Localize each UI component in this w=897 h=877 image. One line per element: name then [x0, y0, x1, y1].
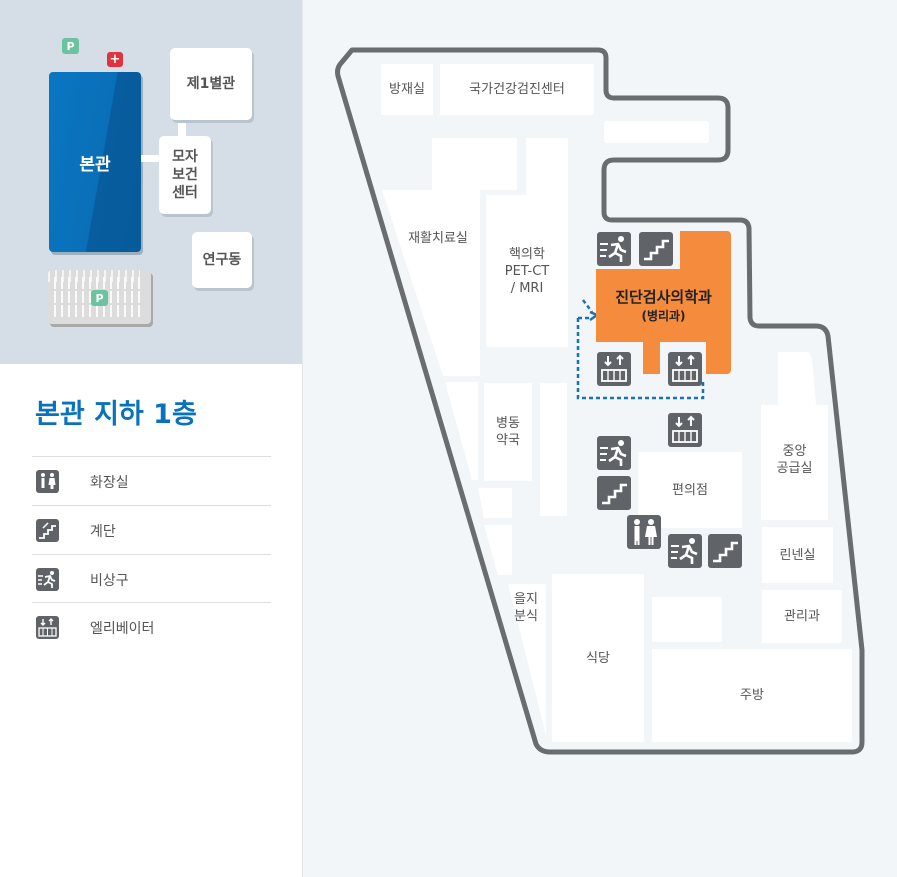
legend-item-elevator: 엘리베이터 — [32, 602, 271, 651]
room-ward-pharmacy[interactable]: 병동 약국 — [484, 383, 532, 481]
maternal-health-center[interactable]: 모자 보건 센터 — [159, 136, 211, 214]
elevator-icon[interactable] — [597, 352, 631, 386]
room-management[interactable]: 관리과 — [762, 590, 842, 643]
legend-item-stairs: 계단 — [32, 505, 271, 554]
parking-lot[interactable]: P — [48, 270, 151, 324]
room-health-checkup-center[interactable]: 국가건강검진센터 — [440, 64, 594, 115]
parking-badge-icon: P — [62, 38, 79, 54]
floor-title: 본관 지하 1층 — [35, 399, 197, 430]
lab-title: 진단검사의학과 — [615, 288, 712, 306]
connector — [178, 118, 186, 138]
room-blank — [652, 597, 722, 642]
parking-badge-icon: P — [91, 290, 108, 306]
room-nuclear-medicine[interactable]: 핵의학 PET-CT / MRI — [486, 195, 568, 347]
stairs-icon[interactable] — [708, 534, 742, 568]
stairs-icon — [36, 519, 59, 542]
stairs-icon[interactable] — [597, 476, 631, 510]
legend-label: 화장실 — [90, 475, 129, 491]
room-kitchen[interactable]: 주방 — [652, 649, 852, 742]
legend-label: 비상구 — [90, 573, 129, 589]
elevator-icon — [36, 616, 59, 639]
room-blank — [540, 383, 567, 516]
room-blank — [604, 121, 709, 143]
room-cafeteria[interactable]: 식당 — [552, 574, 644, 742]
room-snack-bar[interactable]: 을지 분식 — [514, 591, 538, 624]
emergency-exit-icon[interactable] — [597, 232, 631, 266]
hospital-cross-icon: + — [107, 52, 123, 67]
room-central-supply[interactable]: 중앙 공급실 — [776, 444, 813, 476]
room-disaster-control[interactable]: 방재실 — [381, 64, 433, 115]
legend-item-emergency-exit: 비상구 — [32, 554, 271, 603]
elevator-icon[interactable] — [668, 413, 702, 447]
room-linen[interactable]: 린넨실 — [762, 527, 833, 583]
annex1-building[interactable]: 제1별관 — [170, 48, 252, 120]
restroom-icon[interactable] — [627, 515, 661, 549]
emergency-exit-icon[interactable] — [597, 436, 631, 470]
research-building[interactable]: 연구동 — [192, 232, 252, 288]
connector — [141, 155, 161, 162]
restroom-icon — [36, 470, 59, 493]
elevator-icon[interactable] — [668, 352, 702, 386]
stairs-icon[interactable] — [639, 232, 673, 266]
campus-mini-map: P + 본관 제1별관 모자 보건 센터 연구동 P — [0, 0, 302, 364]
room-blank — [526, 138, 568, 195]
main-building[interactable]: 본관 — [49, 72, 141, 252]
emergency-exit-icon[interactable] — [668, 534, 702, 568]
room-rehabilitation[interactable]: 재활치료실 — [408, 230, 468, 246]
legend-item-restroom: 화장실 — [32, 456, 271, 505]
lab-subtitle: (병리과) — [641, 309, 686, 323]
emergency-exit-icon — [36, 568, 59, 591]
legend-label: 계단 — [90, 524, 116, 540]
legend-label: 엘리베이터 — [90, 621, 155, 637]
left-panel: P + 본관 제1별관 모자 보건 센터 연구동 P 본관 지하 1층 화장실 — [0, 0, 303, 877]
